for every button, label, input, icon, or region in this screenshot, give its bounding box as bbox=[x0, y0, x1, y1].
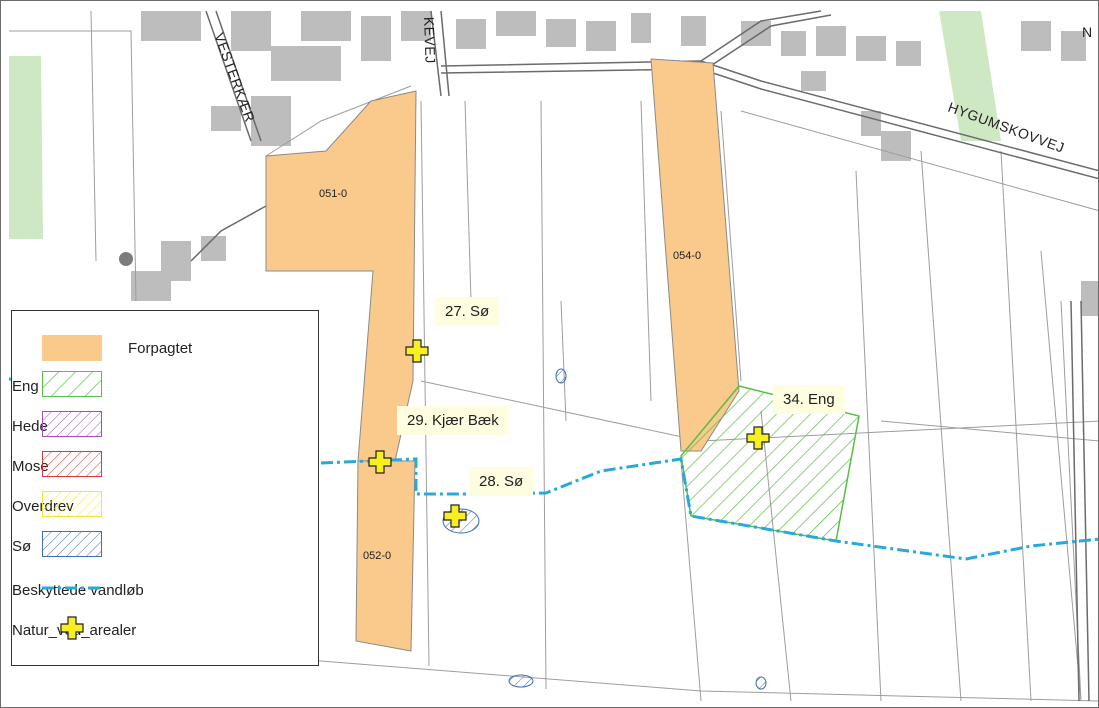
callout-27[interactable]: 27. Sø bbox=[435, 297, 500, 326]
hatch-icon bbox=[42, 491, 102, 517]
callout-29[interactable]: 29. Kjær Bæk bbox=[397, 406, 509, 435]
hatch-icon bbox=[42, 531, 102, 557]
callout-34[interactable]: 34. Eng bbox=[773, 385, 845, 414]
point-feature bbox=[119, 252, 133, 266]
legend-label: Hede bbox=[12, 417, 48, 435]
nature-markers bbox=[368, 339, 770, 528]
green-areas bbox=[9, 11, 1001, 239]
hatch-icon bbox=[42, 411, 102, 437]
yellow-cross-icon bbox=[746, 426, 770, 450]
yellow-cross-icon bbox=[368, 450, 392, 474]
hatch-icon bbox=[42, 371, 102, 397]
solid-fill-icon bbox=[42, 335, 102, 361]
roads bbox=[190, 10, 1098, 702]
legend-item-hede: Hede bbox=[12, 411, 102, 441]
road-label-kevej: KEVEJ bbox=[421, 17, 439, 64]
legend-label: Mose bbox=[12, 457, 49, 475]
legend-item-overdrev: Overdrev bbox=[12, 491, 102, 521]
legend-item-forpagtet: Forpagtet bbox=[12, 333, 192, 363]
yellow-cross-icon bbox=[443, 504, 467, 528]
legend-item-mose: Mose bbox=[12, 451, 102, 481]
parcel-label: 051-0 bbox=[319, 188, 347, 200]
road-label-n: N bbox=[1082, 24, 1093, 40]
legend-label: Eng bbox=[12, 377, 39, 395]
legend-item-vandlob: Beskyttede vandløb bbox=[12, 575, 144, 605]
parcel-label: 052-0 bbox=[363, 550, 391, 562]
yellow-cross-icon bbox=[60, 616, 84, 640]
legend-item-so: Sø bbox=[12, 531, 102, 561]
legend-label: Forpagtet bbox=[128, 339, 193, 357]
legend-item-eng: Eng bbox=[12, 371, 102, 401]
map-legend: Forpagtet Eng Hede Mose Overdrev bbox=[11, 310, 319, 666]
legend-item-natur: Natur_ved_arealer bbox=[12, 615, 136, 645]
dash-dot-line-icon bbox=[42, 586, 102, 590]
parcel-label: 054-0 bbox=[673, 250, 701, 262]
buildings bbox=[131, 11, 1098, 316]
yellow-cross-icon bbox=[405, 339, 429, 363]
legend-label: Sø bbox=[12, 537, 32, 555]
legend-label: Beskyttede vandløb bbox=[12, 581, 144, 599]
hatch-icon bbox=[42, 451, 102, 477]
callout-28[interactable]: 28. Sø bbox=[469, 467, 534, 496]
forpagtet-parcels bbox=[265, 58, 740, 652]
